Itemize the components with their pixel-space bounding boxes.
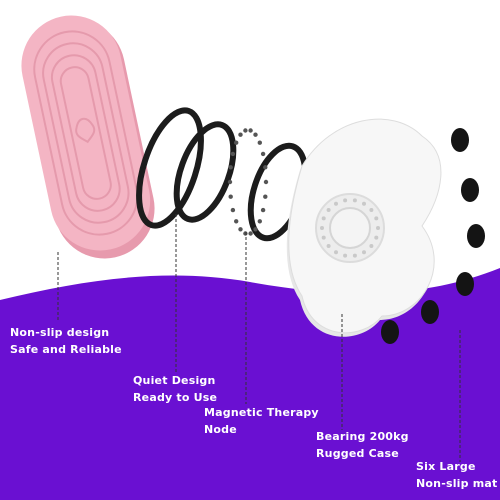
label-line: Non-slip design	[10, 326, 110, 339]
bearing-hole	[320, 226, 324, 230]
bearing-hole	[376, 226, 380, 230]
magnet-bead	[230, 207, 236, 213]
magnet-bead	[260, 151, 266, 157]
bearing-hole	[321, 235, 326, 240]
label-line: Ready to Use	[133, 391, 218, 404]
magnet-bead	[234, 140, 239, 145]
magnet-bead	[243, 128, 248, 133]
label-line: Quiet Design	[133, 374, 216, 387]
label-line: Safe and Reliable	[10, 343, 122, 356]
bearing-hole	[369, 208, 374, 212]
magnet-bead	[248, 231, 253, 236]
magnet-bead	[228, 194, 233, 199]
magnet-bead	[253, 132, 258, 137]
purple-wave-background	[0, 268, 500, 500]
bearing-hole	[334, 201, 338, 206]
magnet-bead	[228, 165, 233, 170]
pink-foot-pad-icon	[21, 15, 155, 259]
bearing-hole	[374, 235, 379, 240]
bearing-hole	[343, 198, 348, 203]
label-line: Bearing 200kg	[316, 430, 409, 443]
label-line: Rugged Case	[316, 447, 399, 460]
magnet-bead	[243, 231, 248, 236]
label-line: Six Large	[416, 460, 476, 473]
leader-lines	[57, 214, 461, 462]
label-bearing-200kg: Bearing 200kg Rugged Case	[316, 428, 409, 462]
magnet-bead	[263, 165, 268, 170]
magnet-bead	[253, 227, 258, 232]
magnet-bead	[227, 179, 233, 185]
magnet-bead	[263, 179, 269, 185]
bearing-hole	[352, 253, 357, 258]
bearing-hole	[362, 250, 366, 255]
label-magnetic-therapy: Magnetic Therapy Node	[204, 404, 319, 438]
label-line: Non-slip mat	[416, 477, 498, 490]
bearing-hole	[362, 201, 366, 206]
black-o-rings-icon	[136, 107, 237, 229]
bearing-hole	[326, 208, 331, 212]
bearing-hole	[334, 250, 338, 255]
bearing-hole	[343, 253, 348, 258]
bearing-hole	[352, 198, 357, 203]
magnet-bead	[260, 207, 266, 213]
magnet-bead	[238, 132, 243, 137]
bearing-hole	[326, 244, 331, 248]
magnet-bead	[257, 219, 262, 224]
bearing-hole	[369, 244, 374, 248]
magnet-bead	[230, 151, 236, 157]
white-bearing-base-icon	[286, 118, 442, 337]
label-six-large: Six Large Non-slip mat	[416, 458, 498, 492]
magnet-bead	[234, 219, 239, 224]
bearing-hole	[374, 216, 379, 221]
magnet-bead	[257, 140, 262, 145]
magnet-bead	[248, 128, 253, 133]
magnet-bead	[263, 194, 268, 199]
label-line: Magnetic Therapy	[204, 406, 319, 419]
bearing-hole	[321, 216, 326, 221]
label-quiet-design: Quiet Design Ready to Use	[133, 372, 217, 406]
magnet-bead	[238, 227, 243, 232]
label-non-slip-design: Non-slip design Safe and Reliable	[10, 324, 122, 358]
label-line: Node	[204, 423, 237, 436]
black-rubber-feet-icon	[381, 128, 485, 344]
